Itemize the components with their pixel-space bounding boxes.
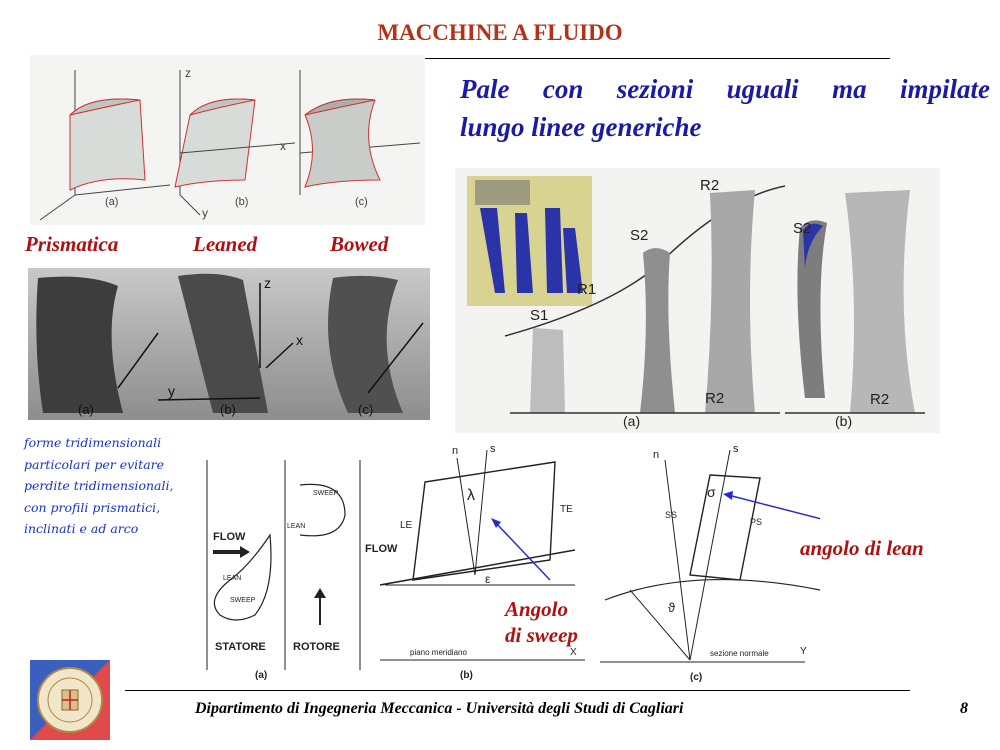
heading-line-2: lungo linee generiche <box>460 112 702 142</box>
sweep-annotation-line2: di sweep <box>505 623 578 647</box>
fig-b-piano: piano meridiano <box>410 648 467 657</box>
footer-divider <box>125 690 910 691</box>
fig-c-s: s <box>733 443 739 455</box>
drawing-label-b: (b) <box>235 196 248 208</box>
blade-label-R1: R1 <box>577 281 596 298</box>
label-prismatica: Prismatica <box>25 232 119 256</box>
heading-word: impilate <box>899 74 990 104</box>
handwritten-note: forme tridimensionali particolari per ev… <box>24 432 214 540</box>
blade-label-S2-b: S2 <box>793 220 811 237</box>
footer-text: Dipartimento di Ingegneria Meccanica - U… <box>195 700 684 717</box>
drawing-axis-y: y <box>202 206 208 220</box>
turbine-blades-figure: R2 S2 R1 S1 R2 S2 R2 (a) (b) <box>455 168 940 433</box>
handwritten-line: con profili prismatici, <box>24 499 161 515</box>
fig-c-y: Y <box>800 646 807 657</box>
blade-label-S2: S2 <box>630 227 648 244</box>
fig-a-lean-label: LEAN <box>223 575 241 582</box>
fig-b-te: TE <box>560 504 573 515</box>
heading-word: uguali <box>726 74 799 104</box>
slide-header-title: MACCHINE A FLUIDO <box>377 20 623 45</box>
drawing-label-c: (c) <box>355 196 368 208</box>
lean-annotation: angolo di lean <box>800 536 924 560</box>
fig-c-label: (c) <box>690 672 702 683</box>
slide-heading: Pale con sezioni uguali ma impilate lung… <box>460 70 990 146</box>
blade-label-R2-a: R2 <box>705 390 724 407</box>
page-number: 8 <box>960 700 968 717</box>
fig-a-sweep-label-rotor: SWEEP <box>313 490 339 497</box>
fig-b-lambda: λ <box>467 487 475 504</box>
blades-fig-label-b: (b) <box>835 413 852 429</box>
label-bowed: Bowed <box>330 232 389 256</box>
fig-c-sigma: σ <box>707 484 716 500</box>
fig-c-ss: SS <box>665 510 677 520</box>
photo-axis-y: y <box>168 383 175 399</box>
heading-word: sezioni <box>616 74 694 104</box>
sweep-annotation-line1: Angolo <box>505 597 569 621</box>
fig-b-flow: FLOW <box>365 543 398 555</box>
fig-b-n: n <box>452 445 458 457</box>
header-divider <box>415 58 890 59</box>
blade-photo: x z y (a) (b) (c) <box>28 268 430 420</box>
photo-label-c: (c) <box>358 402 373 417</box>
sweep-annotation: Angolo di sweep <box>505 596 578 648</box>
photo-axis-z: z <box>264 275 271 291</box>
blades-fig-label-a: (a) <box>623 413 640 429</box>
fig-c-theta: ϑ <box>668 600 676 615</box>
fig-c-n: n <box>653 449 659 461</box>
fig-c-ps: PS <box>750 517 762 527</box>
fig-c-sezione: sezione normale <box>710 649 769 658</box>
handwritten-line: particolari per evitare <box>24 456 165 472</box>
lean-arrow <box>727 494 820 520</box>
label-leaned: Leaned <box>193 232 258 256</box>
fig-a-lean-label-rotor: LEAN <box>287 523 305 530</box>
blade-label-R2-b: R2 <box>870 391 889 408</box>
sweep-arrow <box>494 521 551 581</box>
fig-b-x: X <box>570 647 577 658</box>
drawing-label-a: (a) <box>105 196 118 208</box>
sweep-lean-diagrams: FLOW LEAN SWEEP STATORE SWEEP LEAN ROTOR… <box>206 443 820 683</box>
fig-b-label: (b) <box>460 670 473 681</box>
fig-b-s: s <box>490 443 496 455</box>
handwritten-line: forme tridimensionali <box>24 435 162 450</box>
handwritten-line: perdite tridimensionali, <box>24 478 174 493</box>
blade-label-R2-top: R2 <box>700 177 719 194</box>
heading-word: con <box>542 74 584 104</box>
handwritten-line: inclinati e ad arco <box>24 521 139 536</box>
university-seal-icon <box>30 660 110 740</box>
fig-b-le: LE <box>400 520 413 531</box>
heading-line-1: Pale con sezioni uguali ma impilate <box>460 70 990 108</box>
blade-label-S1: S1 <box>530 307 548 324</box>
heading-word: Pale <box>460 74 510 104</box>
drawing-axis-z: z <box>185 66 191 80</box>
fig-a-statore: STATORE <box>215 641 266 653</box>
photo-label-a: (a) <box>78 402 94 417</box>
photo-axis-x: x <box>296 332 303 348</box>
heading-word: ma <box>832 74 867 104</box>
fig-a-flow: FLOW <box>213 531 246 543</box>
drawing-axis-x: x <box>280 139 286 153</box>
fig-a-sweep-label: SWEEP <box>230 597 256 604</box>
photo-label-b: (b) <box>220 402 236 417</box>
fig-a-label: (a) <box>255 670 267 681</box>
fig-a-rotore: ROTORE <box>293 641 340 653</box>
blade-shapes-drawing: (a) z y x (b) (c) <box>30 55 425 225</box>
fig-b-epsilon: ε <box>485 572 491 586</box>
